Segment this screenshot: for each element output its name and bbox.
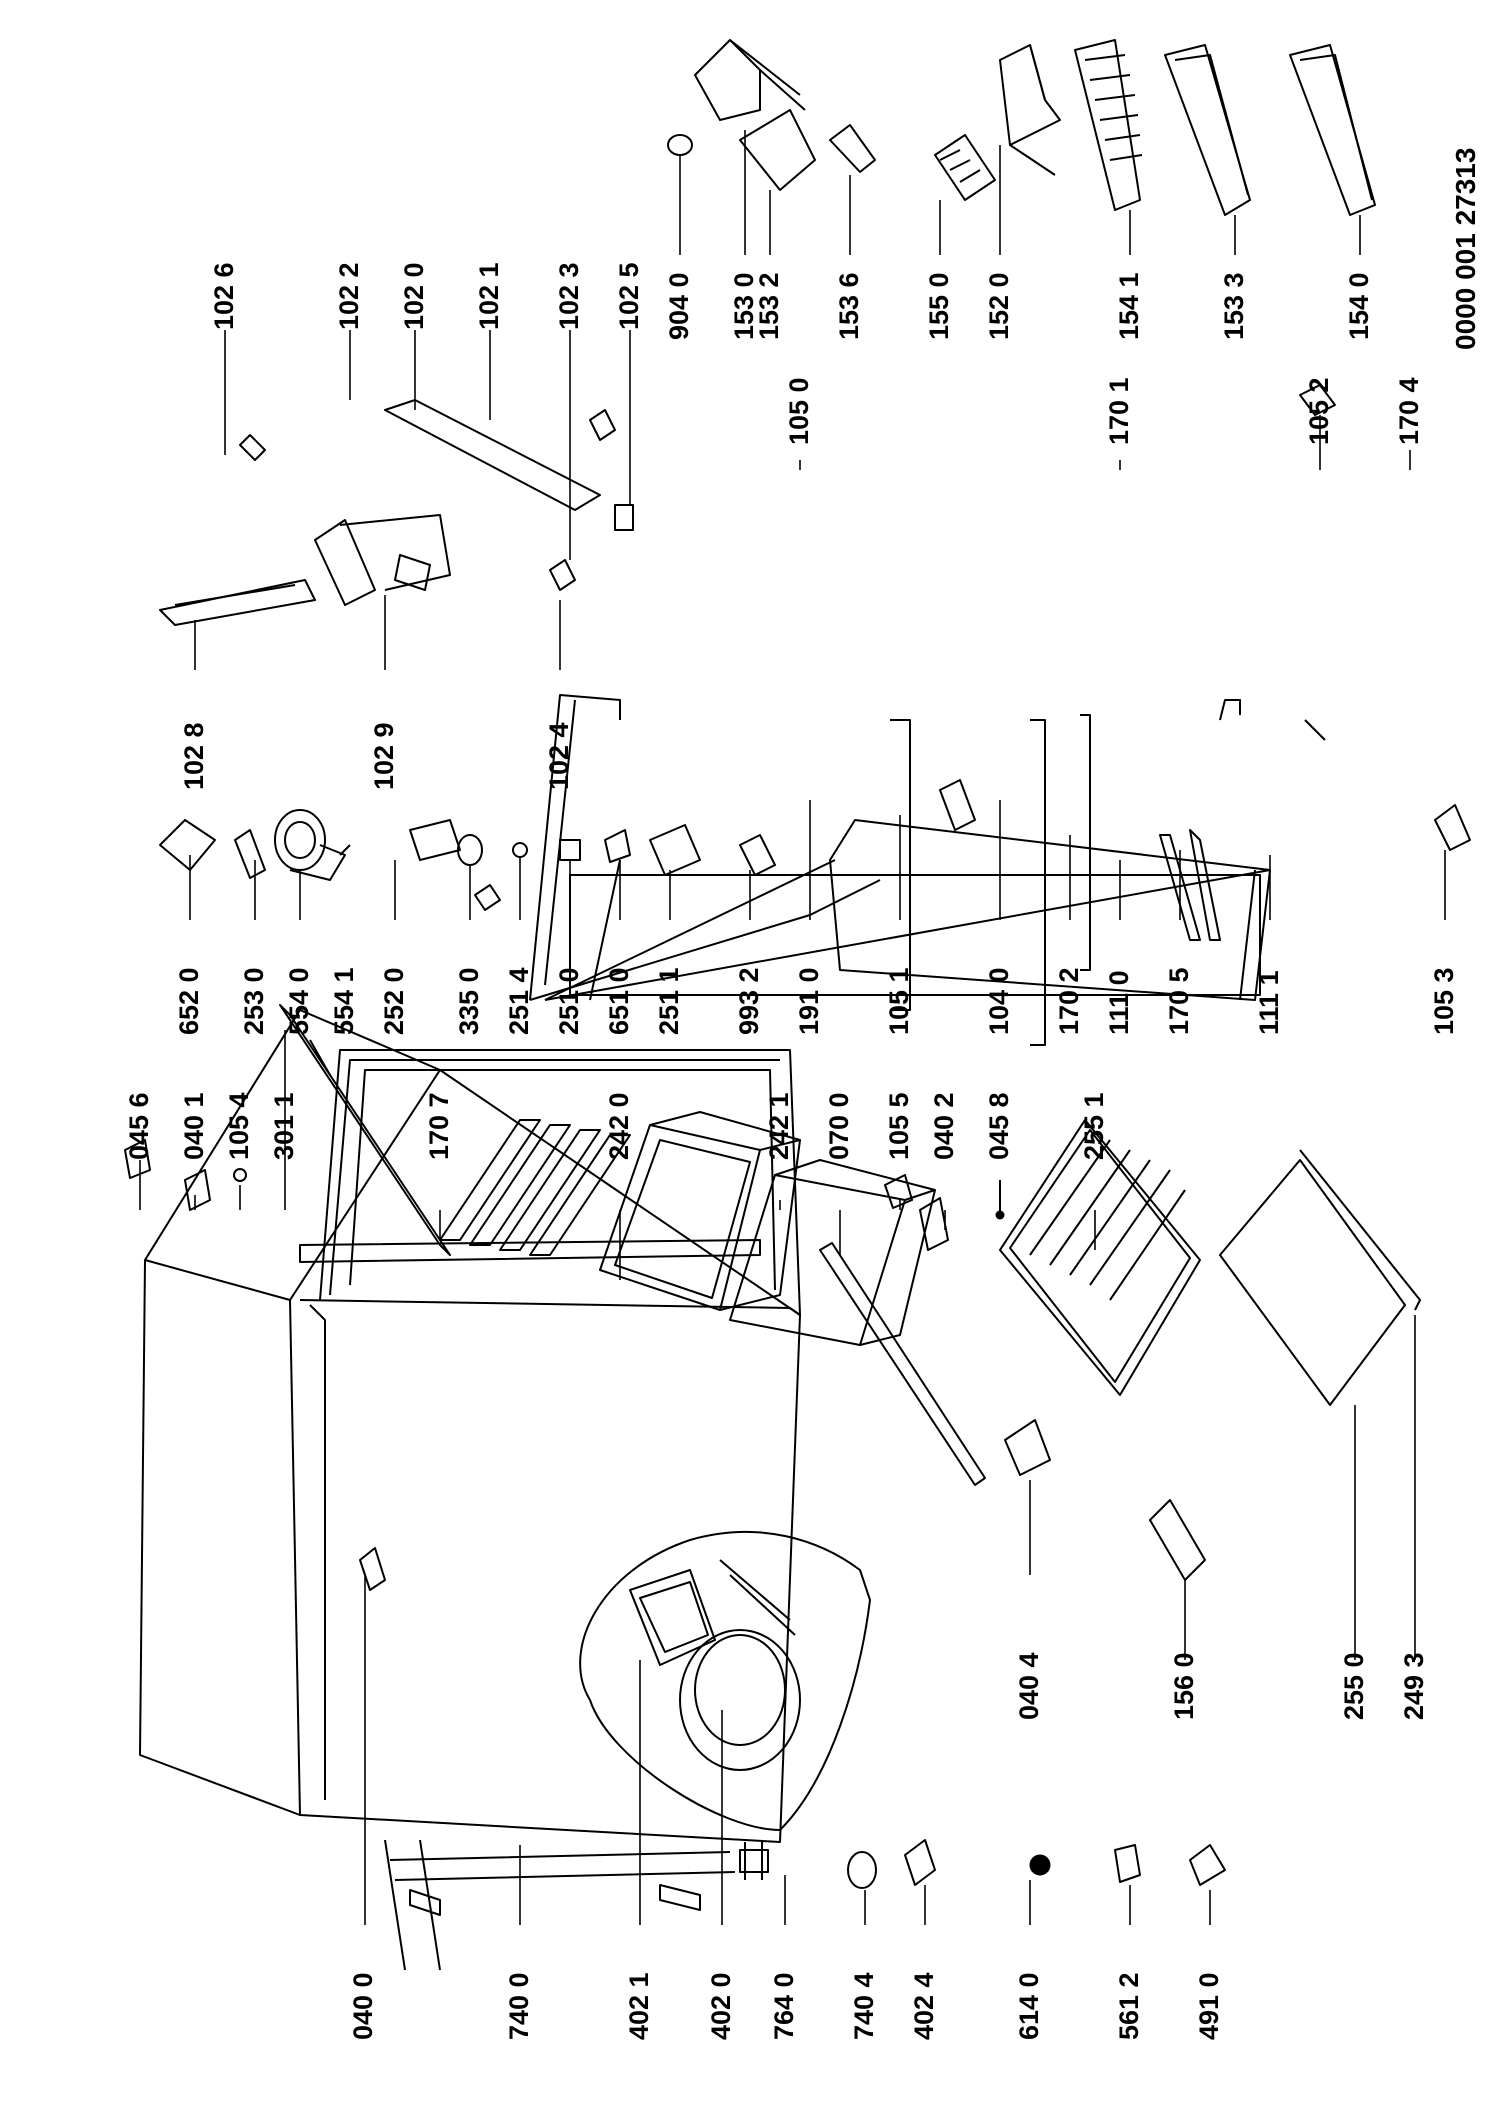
door-bins	[667, 39, 1376, 416]
part-label-105-2: 105 2	[1304, 377, 1334, 445]
part-label-045-8: 045 8	[984, 1092, 1014, 1160]
part-label-652-0: 652 0	[174, 967, 204, 1035]
part-label-491-0: 491 0	[1194, 1972, 1224, 2040]
document-number: 0000 001 27313	[1450, 148, 1481, 350]
part-label-251-1: 251 1	[654, 967, 684, 1035]
part-label-170-7: 170 7	[424, 1092, 454, 1160]
part-labels: 040 0 740 0 402 1 402 0 764 0 740 4 402 …	[124, 148, 1481, 2040]
door-assembly	[474, 694, 1471, 1046]
part-label-040-4: 040 4	[1014, 1652, 1044, 1720]
part-label-102-4: 102 4	[544, 722, 574, 790]
parts-artwork	[124, 39, 1471, 1971]
part-label-102-8: 102 8	[179, 722, 209, 790]
control-parts	[159, 809, 776, 881]
part-label-104-0: 104 0	[984, 967, 1014, 1035]
small-parts	[359, 1419, 1226, 1889]
part-label-154-1: 154 1	[1114, 272, 1144, 340]
part-label-614-0: 614 0	[1014, 1972, 1044, 2040]
part-label-111-1: 111 1	[1254, 970, 1284, 1035]
leader-lines	[139, 130, 1446, 1925]
part-label-249-3: 249 3	[1399, 1652, 1429, 1720]
part-label-155-0: 155 0	[924, 272, 954, 340]
part-label-040-2: 040 2	[929, 1092, 959, 1160]
part-label-904-0: 904 0	[664, 272, 694, 340]
part-label-070-0: 070 0	[824, 1092, 854, 1160]
part-label-242-1: 242 1	[764, 1092, 794, 1160]
part-label-170-1: 170 1	[1104, 377, 1134, 445]
part-label-105-4: 105 4	[224, 1092, 254, 1160]
part-label-111-0: 111 0	[1104, 970, 1134, 1035]
part-label-251-4: 251 4	[504, 967, 534, 1035]
part-label-170-2: 170 2	[1054, 967, 1084, 1035]
part-label-651-0: 651 0	[604, 967, 634, 1035]
part-label-102-9: 102 9	[369, 722, 399, 790]
cabinet-body	[139, 1004, 936, 1971]
part-label-102-5: 102 5	[614, 262, 644, 330]
part-label-255-0: 255 0	[1339, 1652, 1369, 1720]
part-label-040-0: 040 0	[348, 1972, 378, 2040]
freezer-parts	[159, 399, 634, 626]
part-label-255-1: 255 1	[1079, 1092, 1109, 1160]
part-label-156-0: 156 0	[1169, 1652, 1199, 1720]
rails	[124, 1119, 1421, 1486]
part-label-402-0: 402 0	[706, 1972, 736, 2040]
part-label-402-4: 402 4	[909, 1972, 939, 2040]
part-label-153-2: 153 2	[754, 272, 784, 340]
part-label-764-0: 764 0	[769, 1972, 799, 2040]
part-label-102-1: 102 1	[474, 262, 504, 330]
part-label-170-5: 170 5	[1164, 967, 1194, 1035]
part-label-045-6: 045 6	[124, 1092, 154, 1160]
part-label-170-4: 170 4	[1394, 377, 1424, 445]
part-label-153-0: 153 0	[729, 272, 759, 340]
part-label-335-0: 335 0	[454, 967, 484, 1035]
part-label-251-0: 251 0	[554, 967, 584, 1035]
part-label-153-6: 153 6	[834, 272, 864, 340]
part-label-102-0: 102 0	[399, 262, 429, 330]
part-label-105-5: 105 5	[884, 1092, 914, 1160]
part-label-402-1: 402 1	[624, 1972, 654, 2040]
part-label-102-3: 102 3	[554, 262, 584, 330]
part-label-252-0: 252 0	[379, 967, 409, 1035]
part-label-740-4: 740 4	[849, 1972, 879, 2040]
part-label-191-0: 191 0	[794, 967, 824, 1035]
part-label-105-3: 105 3	[1429, 967, 1459, 1035]
part-label-102-6: 102 6	[209, 262, 239, 330]
part-label-242-0: 242 0	[604, 1092, 634, 1160]
part-label-253-0: 253 0	[239, 967, 269, 1035]
part-label-102-2: 102 2	[334, 262, 364, 330]
part-label-152-0: 152 0	[984, 272, 1014, 340]
part-label-105-0: 105 0	[784, 377, 814, 445]
part-label-301-1: 301 1	[269, 1092, 299, 1160]
part-label-105-1: 105 1	[884, 967, 914, 1035]
part-label-561-2: 561 2	[1114, 1972, 1144, 2040]
part-label-993-2: 993 2	[734, 967, 764, 1035]
part-label-554-1: 554 1	[329, 967, 359, 1035]
part-label-154-0: 154 0	[1344, 272, 1374, 340]
part-label-040-1: 040 1	[179, 1092, 209, 1160]
part-label-153-3: 153 3	[1219, 272, 1249, 340]
part-label-554-0: 554 0	[284, 967, 314, 1035]
part-label-740-0: 740 0	[504, 1972, 534, 2040]
